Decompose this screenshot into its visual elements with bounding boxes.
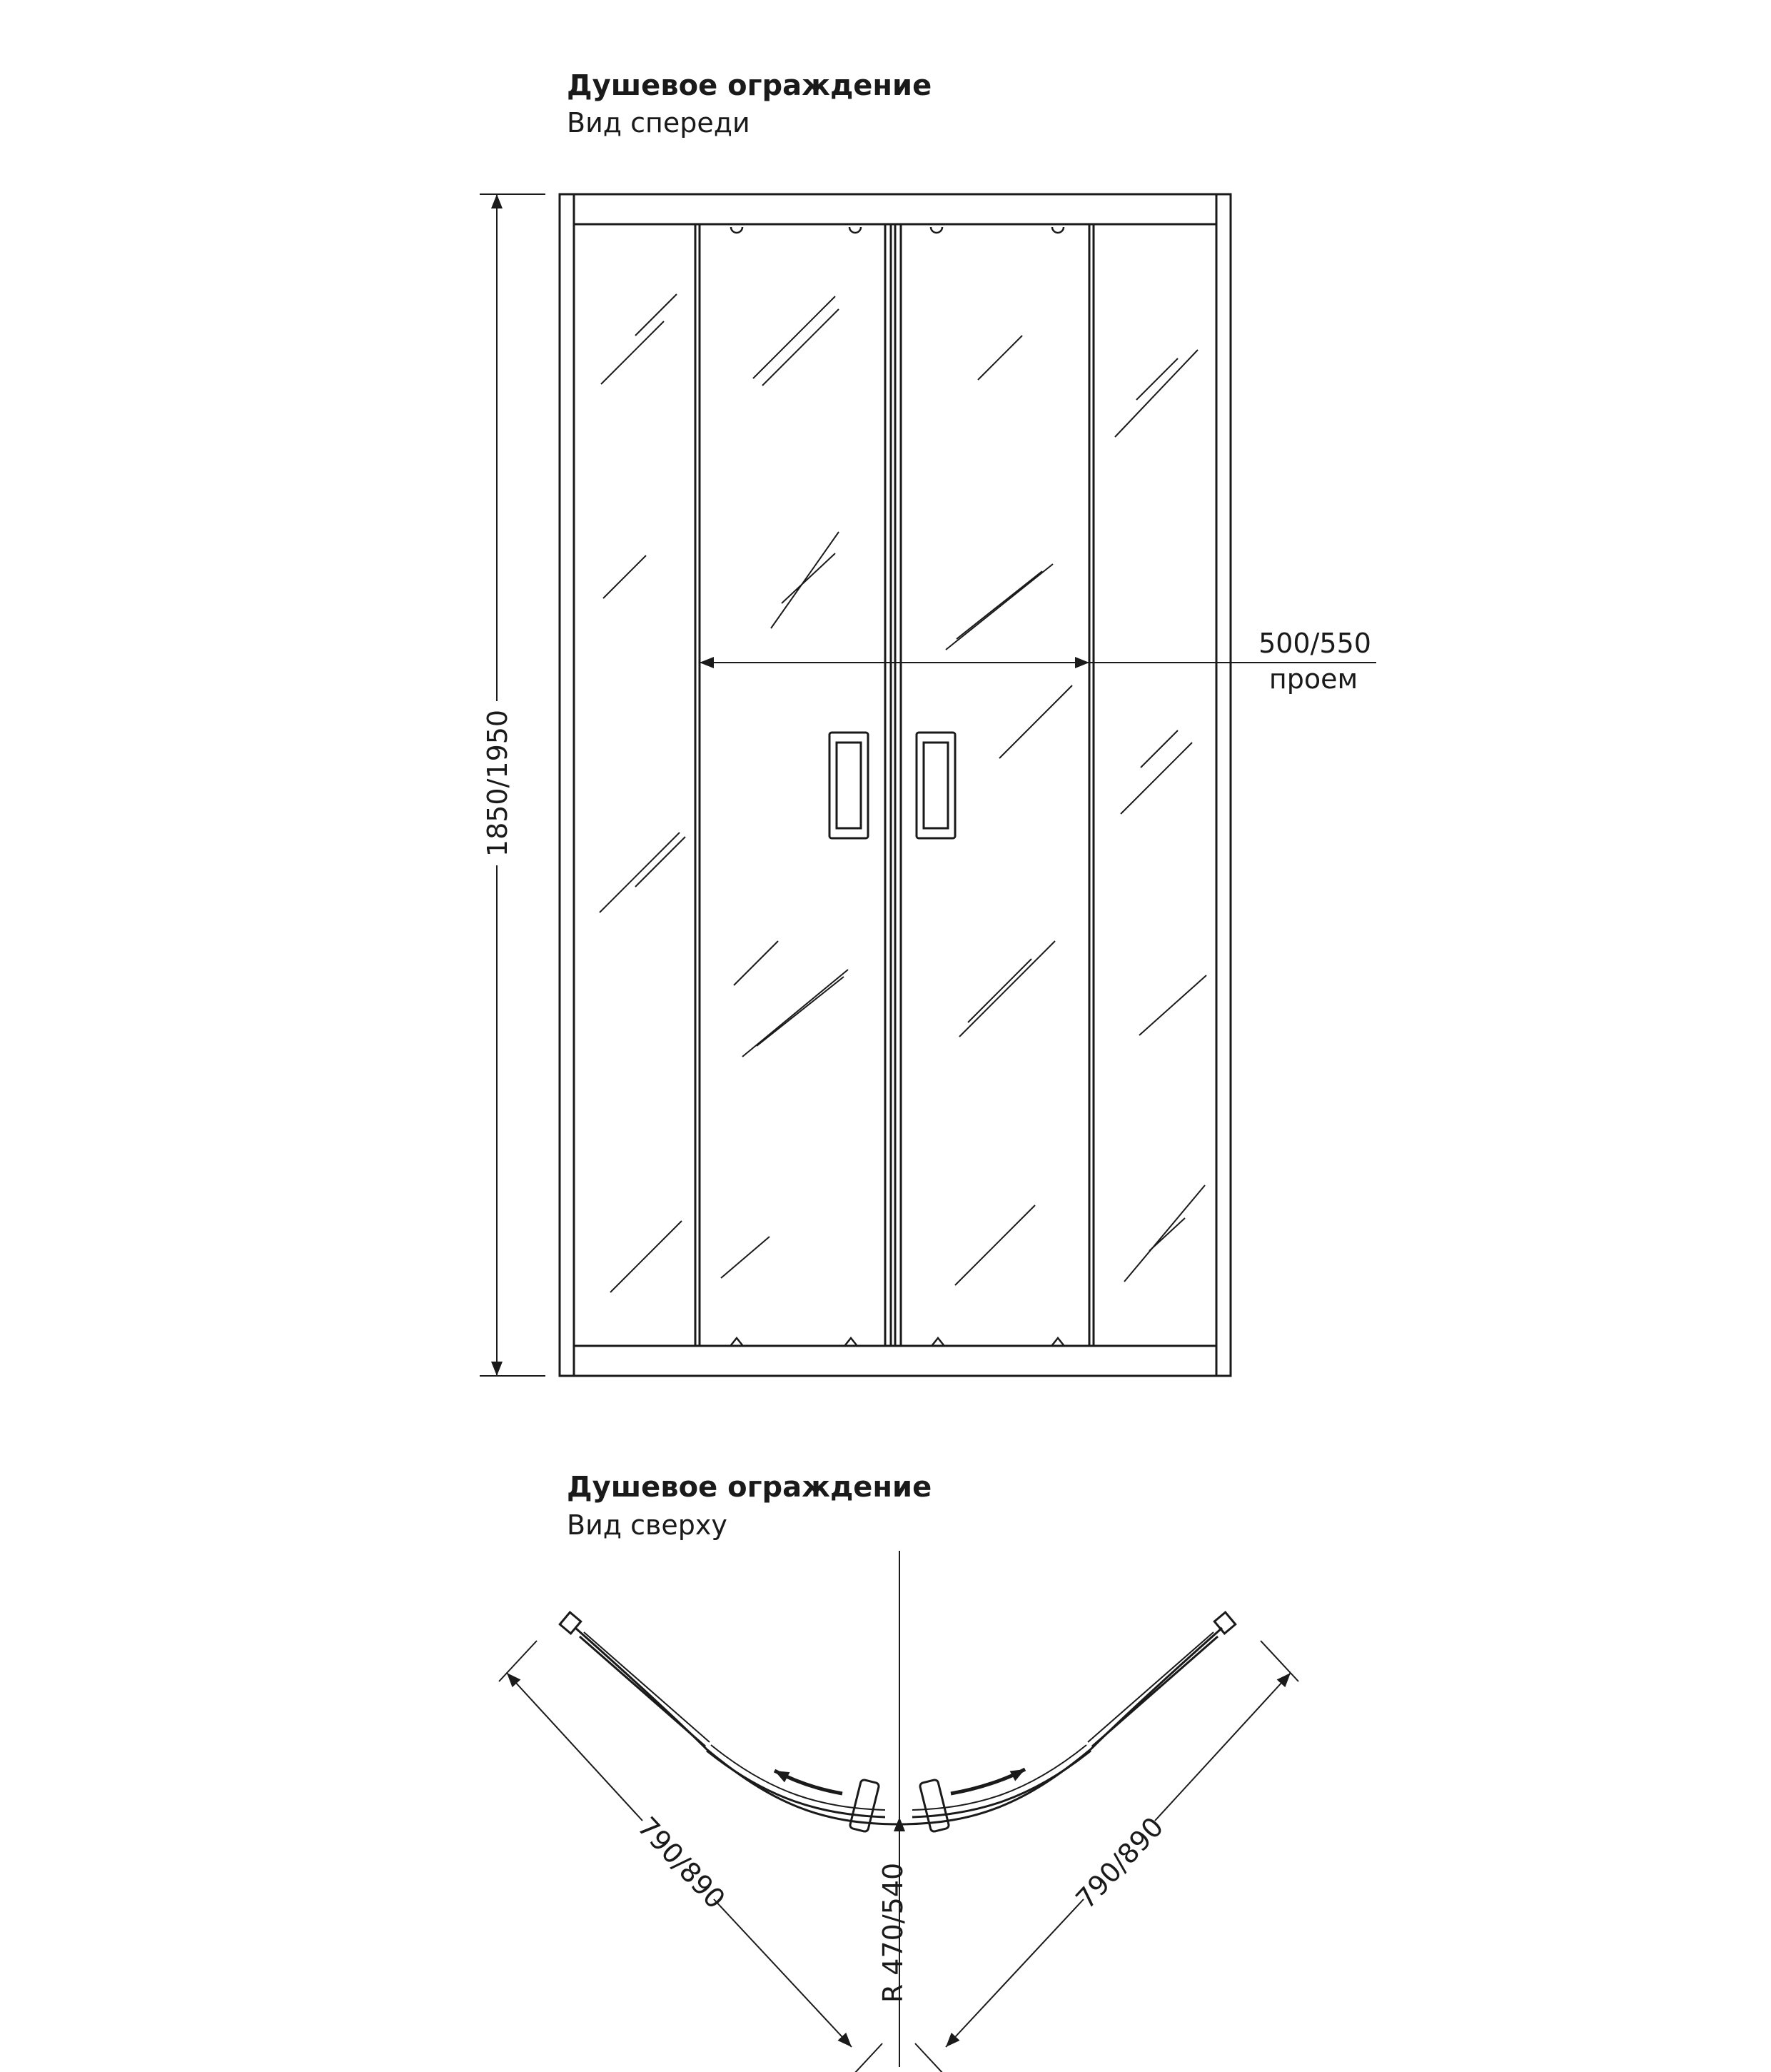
panel-dividers — [694, 224, 1095, 1346]
left-handle-top — [849, 1779, 880, 1833]
front-view-subtitle: Вид спереди — [567, 107, 750, 139]
front-view-drawing — [480, 193, 1376, 1377]
left-side-dimension — [498, 1640, 883, 2072]
right-fixed-panel — [1091, 1635, 1218, 1748]
top-view-title: Душевое ограждение — [567, 1471, 932, 1504]
right-handle-top — [919, 1779, 950, 1833]
right-side-dimension — [914, 1640, 1299, 2072]
glass-reflection-lines — [599, 293, 1207, 1293]
radius-dim-label: R 470/540 — [877, 1863, 909, 2003]
left-sliding-door — [706, 1749, 886, 1819]
right-wall-profile — [1213, 1611, 1237, 1635]
door-handles — [828, 731, 957, 840]
left-side-dim-label: 790/890 — [632, 1811, 732, 1914]
door-rollers — [730, 226, 1065, 1346]
left-fixed-panel — [579, 1635, 706, 1748]
front-view-title: Душевое ограждение — [567, 69, 932, 102]
top-view-drawing — [498, 1551, 1299, 2072]
height-dimension — [480, 193, 545, 1377]
height-dim-label: 1850/1950 — [482, 710, 513, 857]
opening-label: проем — [1269, 663, 1358, 695]
right-door-slide-arrow — [950, 1767, 1026, 1796]
outer-frame — [558, 193, 1232, 1377]
right-sliding-door — [912, 1749, 1091, 1819]
opening-dim-label: 500/550 — [1258, 628, 1371, 659]
right-side-dim-label: 790/890 — [1070, 1811, 1170, 1914]
top-view-subtitle: Вид сверху — [567, 1509, 727, 1541]
left-door-slide-arrow — [773, 1769, 843, 1796]
